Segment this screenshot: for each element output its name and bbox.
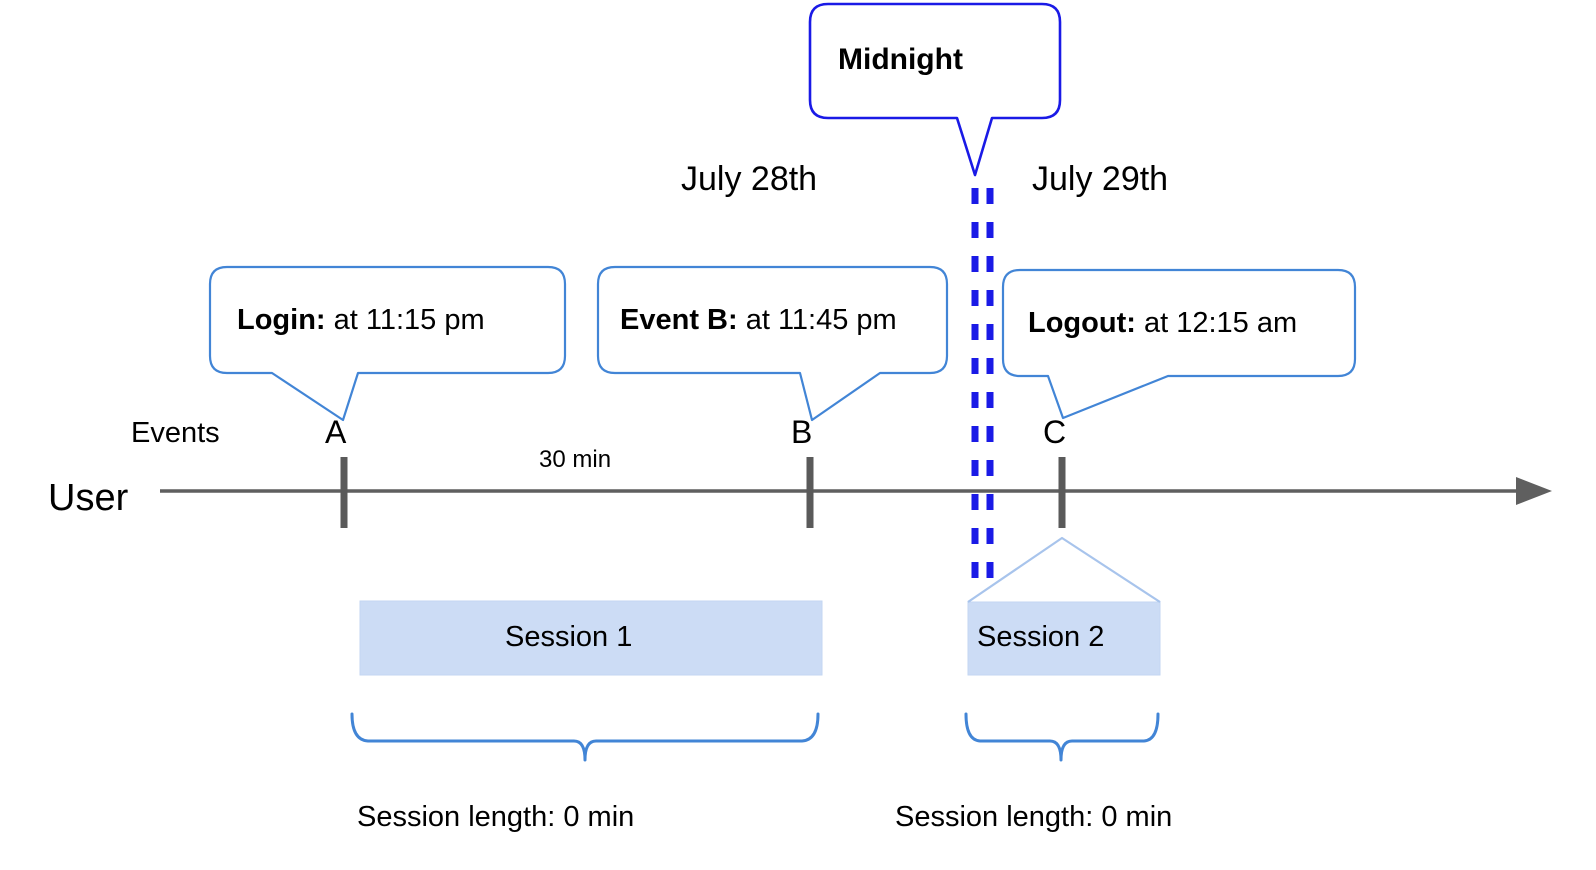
session-2-length-label: Session length: 0 min [895,801,1173,833]
callout-text-logout: Logout: at 12:15 am [1028,309,1297,338]
session-2-pointer [967,536,1161,603]
callout-bold-login: Login: [237,304,326,336]
timeline-axis [160,477,1552,505]
callout-shape-logout [1001,268,1357,420]
session-1-label: Session 1 [505,621,633,653]
session-2-label: Session 2 [977,621,1105,653]
callout-shape-login [208,265,567,422]
brace-session-2 [964,712,1160,762]
callout-rest-logout: at 12:15 am [1135,307,1298,339]
callout-bold-logout: Logout: [1028,307,1136,339]
midnight-label: Midnight [838,43,963,76]
date-label-right: July 29th [1032,160,1169,198]
callout-text-login: Login: at 11:15 pm [237,306,485,335]
callout-text-eventb: Event B: at 11:45 pm [620,306,897,335]
event-marker-c: C [1043,414,1067,450]
brace-session-1 [350,712,820,762]
date-label-left: July 28th [681,160,818,198]
session-2-bar [967,536,1161,676]
callout-bold-eventb: Event B: [620,304,738,336]
callout-rest-login: at 11:15 pm [325,304,485,336]
events-row-label: Events [131,417,220,449]
callout-rest-eventb: at 11:45 pm [737,304,897,336]
gap-duration-label: 30 min [539,446,612,473]
event-marker-b: B [791,414,813,450]
session-1-bar [359,600,823,676]
midnight-dashed-lines [971,188,994,578]
axis-arrowhead [1516,477,1552,505]
axis-row-label: User [48,477,129,519]
midnight-callout-shape [808,2,1062,177]
event-marker-a: A [325,414,347,450]
callout-shape-eventb [596,265,949,422]
event-ticks [340,457,1066,528]
session-1-length-label: Session length: 0 min [357,801,635,833]
